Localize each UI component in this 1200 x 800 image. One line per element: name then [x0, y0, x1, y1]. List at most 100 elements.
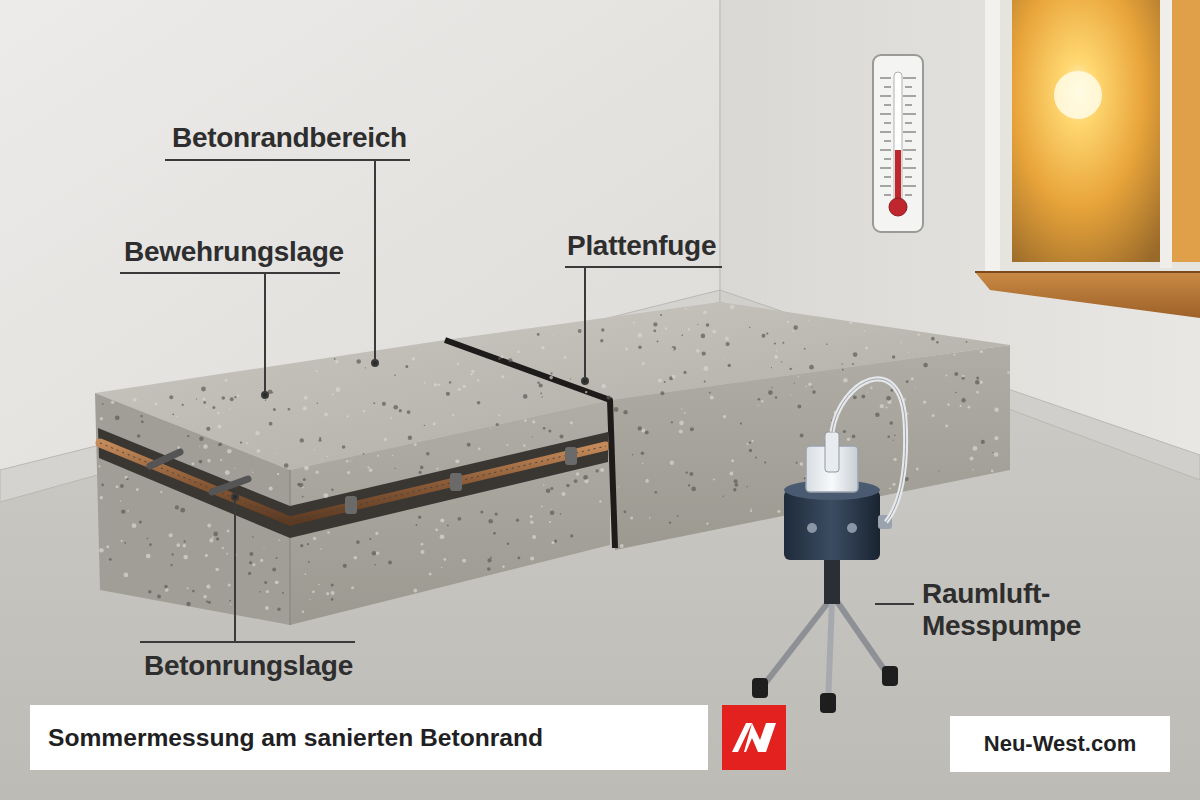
- concrete-speck: [331, 591, 335, 595]
- concrete-speck: [303, 406, 307, 410]
- concrete-speck: [530, 556, 534, 560]
- concrete-speck: [275, 453, 276, 454]
- concrete-speck: [369, 538, 371, 540]
- concrete-speck: [614, 407, 619, 412]
- part-label: Betonrungslage: [144, 650, 353, 682]
- leader-dot: [232, 494, 238, 500]
- concrete-speck: [809, 365, 814, 370]
- concrete-speck: [524, 419, 527, 422]
- concrete-speck: [669, 521, 671, 523]
- concrete-slab-face: [290, 400, 610, 625]
- concrete-speck: [664, 381, 666, 383]
- concrete-speck: [234, 396, 236, 398]
- concrete-speck: [414, 443, 417, 446]
- concrete-speck: [728, 364, 731, 367]
- concrete-speck: [273, 408, 276, 411]
- concrete-speck: [690, 427, 694, 431]
- concrete-speck: [467, 443, 471, 447]
- scale-tick: [903, 186, 916, 187]
- concrete-speck: [730, 305, 734, 309]
- concrete-speck: [578, 329, 582, 333]
- concrete-speck: [508, 358, 512, 362]
- concrete-speck: [543, 484, 545, 486]
- concrete-speck: [399, 409, 402, 412]
- concrete-speck: [787, 321, 790, 324]
- sun: [1054, 71, 1102, 119]
- concrete-speck: [749, 327, 750, 328]
- concrete-speck: [279, 540, 281, 542]
- concrete-speck: [843, 430, 846, 433]
- concrete-speck: [186, 602, 190, 606]
- concrete-speck: [900, 342, 902, 344]
- concrete-speck: [449, 381, 451, 383]
- concrete-speck: [212, 406, 215, 409]
- concrete-speck: [331, 598, 334, 601]
- concrete-speck: [127, 510, 129, 512]
- watermark: Neu-West.com: [950, 731, 1170, 757]
- concrete-speck: [618, 486, 619, 487]
- concrete-speck: [304, 573, 306, 575]
- rebar-recess: [98, 428, 290, 538]
- concrete-speck: [624, 510, 627, 513]
- concrete-speck: [709, 392, 711, 394]
- concrete-speck: [916, 468, 919, 471]
- scale-tick: [880, 132, 891, 133]
- slab-joint: [445, 340, 615, 548]
- concrete-speck: [672, 375, 676, 379]
- concrete-speck: [549, 521, 551, 523]
- concrete-speck: [416, 524, 418, 526]
- concrete-speck: [419, 471, 422, 474]
- concrete-speck: [264, 581, 267, 584]
- concrete-speck: [740, 423, 742, 425]
- watermark-slot: Neu-West.com: [950, 731, 1170, 757]
- concrete-speck: [208, 601, 211, 604]
- concrete-speck: [420, 466, 424, 470]
- site-panel: [950, 716, 1170, 772]
- concrete-speck: [412, 357, 415, 360]
- concrete-speck: [911, 377, 914, 380]
- concrete-speck: [136, 488, 139, 491]
- pump-nozzle: [825, 432, 839, 472]
- part-label: Plattenfuge: [567, 230, 716, 262]
- concrete-speck: [382, 402, 386, 406]
- concrete-speck: [336, 387, 341, 392]
- concrete-speck: [532, 535, 536, 539]
- concrete-speck: [749, 449, 752, 452]
- concrete-speck: [875, 413, 880, 418]
- concrete-speck: [225, 379, 228, 382]
- concrete-speck: [632, 454, 634, 456]
- concrete-speck: [99, 548, 104, 553]
- scale-tick: [884, 195, 891, 196]
- concrete-speck: [642, 462, 644, 464]
- concrete-speck: [275, 580, 279, 584]
- concrete-speck: [169, 533, 173, 537]
- concrete-speck: [550, 487, 553, 490]
- concrete-speck: [564, 356, 567, 359]
- concrete-speck: [477, 379, 480, 382]
- rebar: [290, 446, 606, 521]
- concrete-speck: [774, 355, 778, 359]
- concrete-speck: [343, 564, 347, 568]
- concrete-speck: [867, 392, 868, 393]
- concrete-speck: [800, 434, 804, 438]
- concrete-speck: [452, 414, 454, 416]
- leader-line: [234, 500, 236, 642]
- concrete-speck: [570, 378, 571, 379]
- concrete-speck: [331, 489, 333, 491]
- concrete-speck: [645, 479, 649, 483]
- concrete-speck: [861, 395, 865, 399]
- concrete-speck: [523, 394, 528, 399]
- concrete-speck: [220, 459, 222, 461]
- concrete-speck: [841, 363, 842, 364]
- concrete-speck: [269, 422, 273, 426]
- concrete-speck: [446, 392, 450, 396]
- concrete-speck: [433, 422, 436, 425]
- concrete-speck: [893, 440, 894, 441]
- part-label: Bewehrungslage: [124, 236, 344, 268]
- concrete-speck: [574, 479, 578, 483]
- concrete-speck: [570, 421, 573, 424]
- concrete-speck: [638, 333, 643, 338]
- concrete-speck: [932, 414, 935, 417]
- concrete-speck: [685, 308, 687, 310]
- concrete-speck: [202, 398, 205, 401]
